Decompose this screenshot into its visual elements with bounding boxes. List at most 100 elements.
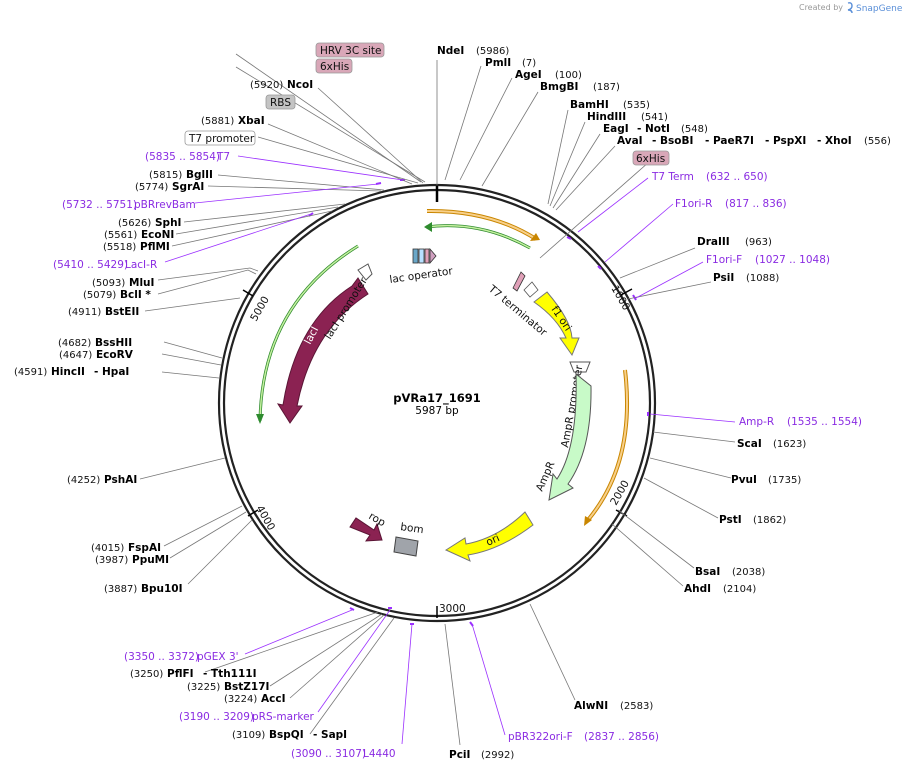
svg-text:RBS: RBS bbox=[270, 97, 291, 109]
rop-label: rop bbox=[367, 510, 388, 529]
f1-ori-feature bbox=[533, 291, 580, 357]
svg-text:- XhoI: - XhoI bbox=[817, 135, 852, 147]
svg-text:(4252): (4252) bbox=[67, 475, 100, 486]
svg-text:6xHis: 6xHis bbox=[636, 153, 665, 165]
primer-amp-r: Amp-R bbox=[739, 416, 774, 428]
svg-text:(5093): (5093) bbox=[92, 278, 125, 289]
svg-text:(3887): (3887) bbox=[104, 584, 137, 595]
hrv-feature bbox=[424, 248, 430, 264]
site-avai: AvaI bbox=[617, 135, 643, 147]
svg-text:(541): (541) bbox=[641, 112, 668, 123]
site-bstz17i: BstZ17I bbox=[224, 681, 269, 693]
svg-text:(963): (963) bbox=[745, 237, 772, 248]
svg-text:(1088): (1088) bbox=[746, 273, 779, 284]
svg-text:(5835 .. 5854): (5835 .. 5854) bbox=[145, 151, 220, 163]
svg-text:- SapI: - SapI bbox=[313, 729, 347, 741]
svg-text:(632 .. 650): (632 .. 650) bbox=[706, 171, 768, 183]
primer-l4440: L4440 bbox=[363, 748, 396, 760]
site-psti: PstI bbox=[719, 514, 742, 526]
svg-text:(4591): (4591) bbox=[14, 367, 47, 378]
svg-text:(3350 .. 3372): (3350 .. 3372) bbox=[124, 651, 199, 663]
svg-text:(5881): (5881) bbox=[201, 116, 234, 127]
primer-pgex3: pGEX 3' bbox=[197, 651, 239, 663]
orf-top-arrowhead bbox=[530, 233, 540, 241]
svg-text:(548): (548) bbox=[681, 124, 708, 135]
tick-label-3000: 3000 bbox=[439, 603, 466, 615]
svg-text:- PspXI: - PspXI bbox=[765, 135, 806, 147]
t7-promoter-feature bbox=[418, 248, 425, 264]
svg-text:(5986): (5986) bbox=[476, 46, 509, 57]
svg-text:(4911): (4911) bbox=[68, 307, 101, 318]
svg-text:(3190 .. 3209): (3190 .. 3209) bbox=[179, 711, 254, 723]
site-bpu10i: Bpu10I bbox=[141, 583, 183, 595]
svg-text:(187): (187) bbox=[593, 82, 620, 93]
site-ncoi: NcoI bbox=[287, 79, 313, 91]
site-bspqi: BspQI bbox=[269, 729, 304, 741]
svg-text:(1535 .. 1554): (1535 .. 1554) bbox=[787, 416, 862, 428]
site-pflfi: PflFI bbox=[167, 668, 194, 680]
site-sphi: SphI bbox=[155, 217, 181, 229]
svg-text:(5626): (5626) bbox=[118, 218, 151, 229]
site-ppumi: PpuMI bbox=[132, 554, 169, 566]
site-mlui: MluI bbox=[129, 277, 154, 289]
svg-text:(4682): (4682) bbox=[58, 338, 91, 349]
svg-text:- Tth111I: - Tth111I bbox=[203, 668, 257, 680]
svg-text:(2583): (2583) bbox=[620, 701, 653, 712]
svg-text:(5518): (5518) bbox=[103, 242, 136, 253]
site-ndei: NdeI bbox=[437, 45, 464, 57]
site-pshai: PshAI bbox=[104, 474, 137, 486]
svg-text:(556): (556) bbox=[864, 136, 891, 147]
ampr-promoter-arrow bbox=[569, 361, 591, 373]
svg-text:(535): (535) bbox=[623, 100, 650, 111]
svg-text:- BsoBI: - BsoBI bbox=[652, 135, 693, 147]
site-pmli: PmlI bbox=[485, 57, 511, 69]
svg-text:- HpaI: - HpaI bbox=[94, 366, 129, 378]
primer-laci-r: LacI-R bbox=[125, 259, 157, 271]
svg-text:(5920): (5920) bbox=[250, 80, 283, 91]
badge-6xhis-right: 6xHis bbox=[632, 150, 670, 166]
enzyme-labels-left: (5920) NcoI (5881) XbaI (5815) BglII (57… bbox=[14, 79, 347, 741]
rop-feature bbox=[349, 517, 383, 542]
svg-text:(2104): (2104) bbox=[723, 584, 756, 595]
svg-text:(3250): (3250) bbox=[130, 669, 163, 680]
primer-f1ori-r: F1ori-R bbox=[675, 198, 712, 210]
svg-text:(3109): (3109) bbox=[232, 730, 265, 741]
svg-text:HRV 3C site: HRV 3C site bbox=[320, 45, 381, 57]
site-alwni: AlwNI bbox=[574, 700, 608, 712]
svg-text:T7 promoter: T7 promoter bbox=[188, 133, 255, 145]
bom-label: bom bbox=[400, 521, 425, 536]
site-ahdi: AhdI bbox=[684, 583, 711, 595]
svg-text:(5561): (5561) bbox=[104, 230, 137, 241]
site-bcli: BclI * bbox=[120, 289, 151, 301]
svg-text:(1862): (1862) bbox=[753, 515, 786, 526]
created-by-label: Created by bbox=[799, 3, 843, 12]
svg-text:6xHis: 6xHis bbox=[320, 61, 349, 73]
badge-t7-promoter: T7 promoter bbox=[184, 130, 256, 146]
snapgene-logo-icon bbox=[847, 2, 853, 14]
site-pvui: PvuI bbox=[731, 474, 757, 486]
svg-text:(5774): (5774) bbox=[135, 182, 168, 193]
tick-4000 bbox=[247, 509, 259, 517]
svg-text:(5815): (5815) bbox=[149, 170, 182, 181]
site-hindiii: HindIII bbox=[587, 111, 626, 123]
site-fspai: FspAI bbox=[128, 542, 161, 554]
svg-text:(7): (7) bbox=[522, 58, 536, 69]
svg-text:(2992): (2992) bbox=[481, 750, 514, 761]
site-xbai: XbaI bbox=[238, 115, 265, 127]
svg-text:(3987): (3987) bbox=[95, 555, 128, 566]
site-bsshii: BssHII bbox=[95, 337, 132, 349]
laci-promoter-arrow bbox=[357, 263, 373, 281]
svg-text:(5410 .. 5429): (5410 .. 5429) bbox=[53, 259, 128, 271]
svg-text:(3224): (3224) bbox=[224, 694, 257, 705]
enzyme-labels-right: NdeI (5986) PmlI (7) AgeI (100) BmgBI (1… bbox=[437, 45, 891, 761]
svg-text:(3090 .. 3107): (3090 .. 3107) bbox=[291, 748, 366, 760]
ori-feature bbox=[444, 511, 534, 562]
primer-t7term: T7 Term bbox=[651, 171, 694, 183]
svg-text:(100): (100) bbox=[555, 70, 582, 81]
site-bsteii: BstEII bbox=[105, 306, 139, 318]
primer-labels: T7 Term (632 .. 650) F1ori-R (817 .. 836… bbox=[53, 151, 862, 760]
site-ecorv: EcoRV bbox=[96, 349, 134, 361]
svg-text:(4015): (4015) bbox=[91, 543, 124, 554]
tick-5000 bbox=[242, 289, 254, 297]
primer-f1ori-f: F1ori-F bbox=[706, 254, 742, 266]
